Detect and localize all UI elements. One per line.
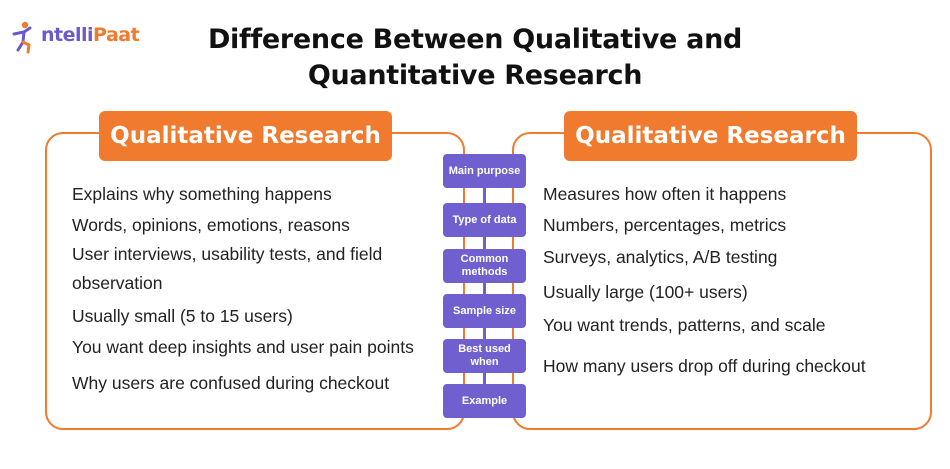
left-item-sample-size: Usually small (5 to 15 users) xyxy=(72,306,293,326)
logo-wordmark: ntelliPaat xyxy=(41,24,140,46)
runner-icon xyxy=(12,21,32,54)
left-item-best-used: You want deep insights and user pain poi… xyxy=(72,337,414,357)
right-item-methods: Surveys, analytics, A/B testing xyxy=(543,247,778,267)
left-item-methods: User interviews, usability tests, and fi… xyxy=(72,244,383,293)
criteria-sample-size: Sample size xyxy=(443,294,526,328)
criteria-main-purpose: Main purpose xyxy=(443,154,526,188)
left-item-purpose: Explains why something happens xyxy=(72,184,332,204)
intellipaat-logo: ntelliPaat xyxy=(10,20,150,60)
right-item-sample-size: Usually large (100+ users) xyxy=(543,282,748,302)
criteria-connector xyxy=(483,154,486,416)
right-panel xyxy=(512,132,932,430)
left-panel-header: Qualitative Research xyxy=(99,111,392,161)
right-item-example: How many users drop off during checkout xyxy=(543,356,866,376)
criteria-common-methods: Common methods xyxy=(443,249,526,283)
page-title: Difference Between Qualitative and Quant… xyxy=(0,22,950,94)
criteria-example: Example xyxy=(443,384,526,418)
right-panel-header: Qualitative Research xyxy=(564,111,857,161)
right-item-data-type: Numbers, percentages, metrics xyxy=(543,215,787,235)
criteria-best-used-when: Best used when xyxy=(443,339,526,373)
right-item-purpose: Measures how often it happens xyxy=(543,184,787,204)
criteria-type-of-data: Type of data xyxy=(443,203,526,237)
right-item-best-used: You want trends, patterns, and scale xyxy=(543,315,826,335)
title-line-1: Difference Between Qualitative and xyxy=(207,24,743,55)
title-line-2: Quantitative Research xyxy=(307,60,643,91)
left-item-example: Why users are confused during checkout xyxy=(72,373,390,393)
left-item-data-type: Words, opinions, emotions, reasons xyxy=(72,215,350,235)
